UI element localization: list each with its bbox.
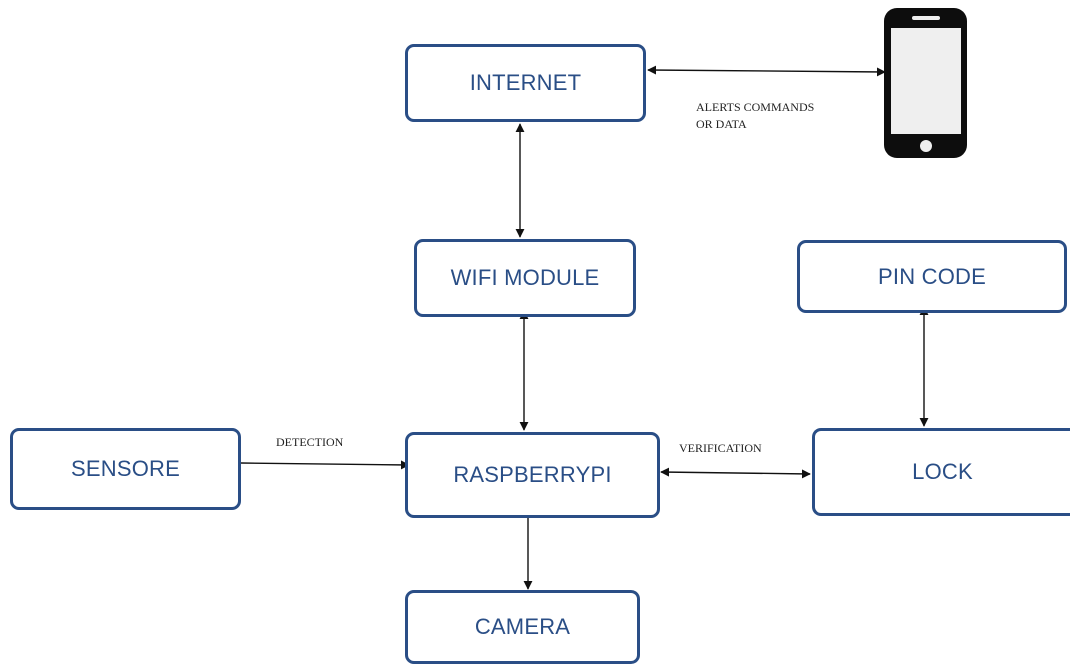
alerts-or-data-clip: OR DATA (696, 117, 856, 128)
alerts-commands-label: ALERTS COMMANDS (696, 100, 815, 114)
sensore-label: SENSORE (71, 456, 180, 481)
wifi-module-box: WIFI MODULE (414, 239, 636, 317)
alerts-or-data-label: OR DATA (696, 117, 747, 128)
raspberrypi-box: RASPBERRYPI (405, 432, 660, 518)
raspberrypi-label: RASPBERRYPI (453, 462, 612, 487)
pin-code-label: PIN CODE (878, 263, 986, 289)
camera-label: CAMERA (474, 614, 571, 639)
arrow-internet-phone (647, 65, 886, 77)
lock-label: LOCK (912, 459, 973, 484)
internet-box: INTERNET (405, 44, 646, 122)
lock-box: LOCK (812, 428, 1070, 516)
verification-label: VERIFICATION (679, 441, 762, 455)
detection-label: DETECTION (276, 435, 344, 449)
wifi-module-label: WIFI MODULE (450, 265, 600, 290)
sensore-box: SENSORE (10, 428, 241, 510)
smartphone-icon (884, 8, 967, 158)
internet-label: INTERNET (469, 70, 582, 95)
pin-code-box: PIN CODE (797, 240, 1067, 313)
arrow-raspberrypi-lock (660, 467, 811, 479)
camera-box: CAMERA (405, 590, 640, 664)
arrow-sensore-raspberrypi (240, 460, 410, 470)
